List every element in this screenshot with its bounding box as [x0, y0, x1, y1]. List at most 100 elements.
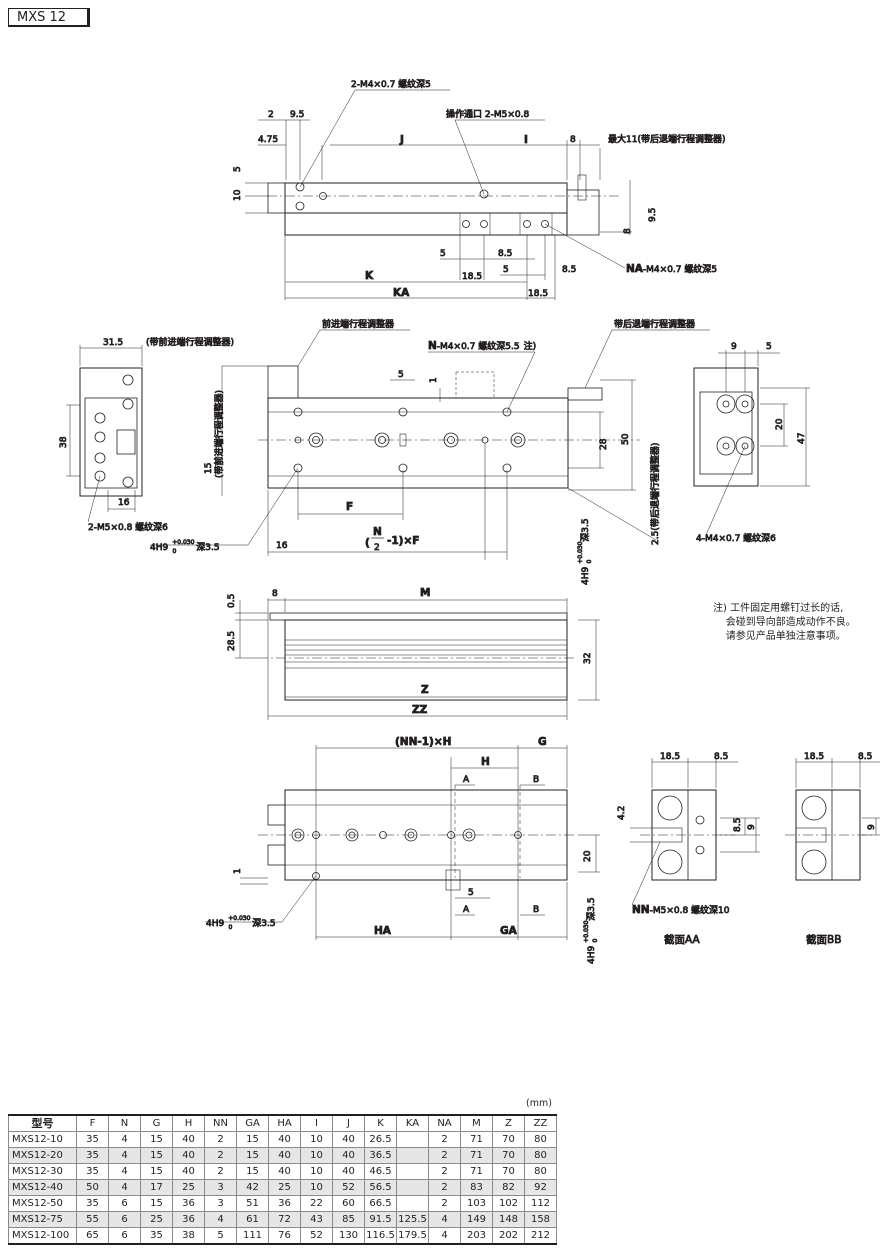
dim-J: J — [399, 134, 404, 146]
table-cell: 4 — [428, 1211, 461, 1228]
dim-5-bottom-b: 5 — [503, 265, 509, 275]
table-cell: 149 — [460, 1211, 493, 1228]
table-cell: 3 — [204, 1179, 237, 1196]
table-cell: 80 — [524, 1163, 557, 1180]
table-cell — [396, 1131, 429, 1148]
table-header-cell: NN — [204, 1114, 237, 1132]
table-cell: 35 — [76, 1147, 109, 1164]
table-cell: 2 — [428, 1163, 461, 1180]
dim-HA: HA — [374, 925, 392, 937]
dim-16-left: 16 — [118, 498, 130, 508]
front-adjuster-paren: (带前进端行程调整器) — [146, 336, 234, 348]
table-header-cell: I — [300, 1114, 333, 1132]
table-cell: 40 — [332, 1163, 365, 1180]
dim-9-5: 9.5 — [290, 110, 304, 120]
table-cell: 22 — [300, 1195, 333, 1212]
table-cell: 43 — [300, 1211, 333, 1228]
table-cell: 60 — [332, 1195, 365, 1212]
table-cell: 80 — [524, 1147, 557, 1164]
table-cell: 15 — [140, 1131, 173, 1148]
dim-8-front: 8 — [272, 589, 278, 599]
table-cell: 71 — [460, 1163, 493, 1180]
table-cell: 40 — [268, 1163, 301, 1180]
dim-8-5-aa-v: 8.5 — [733, 818, 743, 832]
table-cell — [396, 1179, 429, 1196]
model-cell: MXS12-40 — [8, 1179, 77, 1196]
right-end-view — [693, 350, 810, 536]
section-b-mark-bottom: B — [533, 905, 539, 915]
dim-47-right-end: 47 — [797, 433, 807, 444]
top-thread-callout: 2-M4×0.7 螺纹深5 — [351, 78, 431, 90]
table-cell: 65 — [76, 1227, 109, 1245]
table-cell: 202 — [492, 1227, 525, 1245]
dim-5-left: 5 — [233, 166, 243, 172]
table-header-cell: Z — [492, 1114, 525, 1132]
table-cell: 4 — [204, 1211, 237, 1228]
table-cell: 51 — [236, 1195, 269, 1212]
table-header-cell: F — [76, 1114, 109, 1132]
table-cell: 148 — [492, 1211, 525, 1228]
section-a-mark-top: A — [463, 775, 470, 785]
table-cell: 2 — [204, 1131, 237, 1148]
table-cell: 4 — [108, 1163, 141, 1180]
dim-4-2-aa: 4.2 — [617, 806, 627, 820]
rear-adjuster-callout: 带后退端行程调整器 — [614, 318, 695, 330]
table-cell: 103 — [460, 1195, 493, 1212]
m5-thread-callout: 2-M5×0.8 螺纹深6 — [88, 521, 168, 533]
table-cell: 2 — [428, 1147, 461, 1164]
dim-18-5-bottom-b: 18.5 — [528, 289, 548, 299]
dim-1-plan: 1 — [429, 377, 439, 383]
table-cell: 4 — [428, 1227, 461, 1245]
section-a-mark-bottom: A — [463, 905, 470, 915]
svg-text:N: N — [373, 526, 382, 538]
model-cell: MXS12-30 — [8, 1163, 77, 1180]
dim-8-top: 8 — [570, 135, 576, 145]
dim-2: 2 — [268, 110, 274, 120]
dim-G: G — [538, 736, 547, 748]
table-header-cell: ZZ — [524, 1114, 557, 1132]
dim-5-plan: 5 — [398, 370, 404, 380]
left-end-view — [66, 345, 143, 523]
dim-Z: Z — [421, 684, 429, 696]
section-aa-label: 截面AA — [664, 933, 700, 946]
table-cell: 36 — [172, 1211, 205, 1228]
table-cell: 116.5 — [364, 1227, 397, 1245]
table-cell: 17 — [140, 1179, 173, 1196]
table-cell: 2 — [204, 1147, 237, 1164]
dim-H: H — [481, 756, 490, 768]
table-cell: 10 — [300, 1147, 333, 1164]
dim-8-5-bottom: 8.5 — [498, 249, 512, 259]
table-cell: 55 — [76, 1211, 109, 1228]
table-cell: 46.5 — [364, 1163, 397, 1180]
dim-10-left: 10 — [233, 189, 243, 201]
table-cell: 35 — [76, 1131, 109, 1148]
table-cell: 4 — [108, 1131, 141, 1148]
dim-I: I — [524, 134, 528, 146]
dim-K: K — [365, 270, 374, 282]
table-cell: 25 — [140, 1211, 173, 1228]
table-cell: 130 — [332, 1227, 365, 1245]
table-cell: 4 — [108, 1179, 141, 1196]
table-header-cell: K — [364, 1114, 397, 1132]
table-header-cell: NA — [428, 1114, 461, 1132]
pitch-formula: ( N 2 -1)×F — [365, 526, 420, 554]
dim-50: 50 — [621, 433, 631, 445]
table-cell: 40 — [332, 1147, 365, 1164]
table-cell: 36.5 — [364, 1147, 397, 1164]
table-cell: 2 — [428, 1195, 461, 1212]
table-cell: 76 — [268, 1227, 301, 1245]
table-cell: 2 — [428, 1131, 461, 1148]
model-cell: MXS12-75 — [8, 1211, 77, 1228]
table-cell: 56.5 — [364, 1179, 397, 1196]
dim-20-right-end: 20 — [775, 418, 785, 430]
table-cell: 10 — [300, 1179, 333, 1196]
section-b-mark-top: B — [533, 775, 539, 785]
dim-20-bottom: 20 — [583, 850, 593, 862]
section-aa — [630, 758, 760, 906]
table-cell: 66.5 — [364, 1195, 397, 1212]
dim-F: F — [346, 501, 353, 513]
table-cell: 35 — [76, 1195, 109, 1212]
table-cell: 80 — [524, 1131, 557, 1148]
